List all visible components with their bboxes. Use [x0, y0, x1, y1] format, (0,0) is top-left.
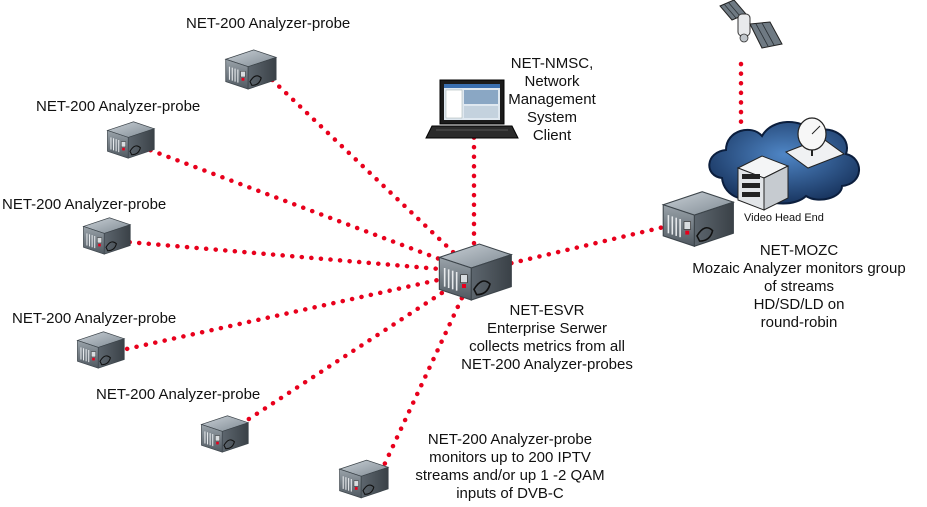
mozc-label: NET-MOZC Mozaic Analyzer monitors group …	[692, 242, 906, 331]
probe-server-icon	[225, 49, 277, 90]
laptop-icon	[425, 79, 519, 139]
dotted-link	[229, 269, 477, 433]
nmsc-label: NET-NMSC, Network Management System Clie…	[508, 55, 596, 144]
mozc-server-icon	[662, 190, 735, 248]
probe-server-icon	[106, 121, 155, 159]
probe-label: NET-200 Analyzer-probe	[96, 386, 261, 403]
probe-server-icon	[82, 217, 131, 255]
satellite-dish-icon	[784, 117, 846, 169]
dotted-link	[125, 239, 477, 275]
probe-server-icon	[339, 459, 389, 499]
head-end-label: Video Head End	[744, 212, 824, 224]
satellite-icon	[719, 0, 783, 49]
bottom-probe-label: NET-200 Analyzer-probe monitors up to 20…	[415, 431, 605, 502]
probe-label: NET-200 Analyzer-probe	[2, 196, 167, 213]
connection-links	[119, 61, 744, 477]
dotted-link	[263, 71, 477, 275]
probe-label: NET-200 Analyzer-probe	[186, 15, 351, 32]
probe-label: NET-200 Analyzer-probe	[12, 310, 177, 327]
dotted-link	[147, 147, 477, 275]
esvr-label: NET-ESVR Enterprise Serwer collects metr…	[461, 302, 633, 373]
dotted-link	[119, 269, 477, 353]
probe-server-icon	[200, 415, 249, 453]
probe-server-icon	[76, 331, 125, 369]
dotted-link	[377, 269, 477, 477]
head-end-rack-icon	[736, 155, 790, 211]
probe-label: NET-200 Analyzer-probe	[36, 98, 201, 115]
esvr-server-icon	[438, 243, 513, 301]
